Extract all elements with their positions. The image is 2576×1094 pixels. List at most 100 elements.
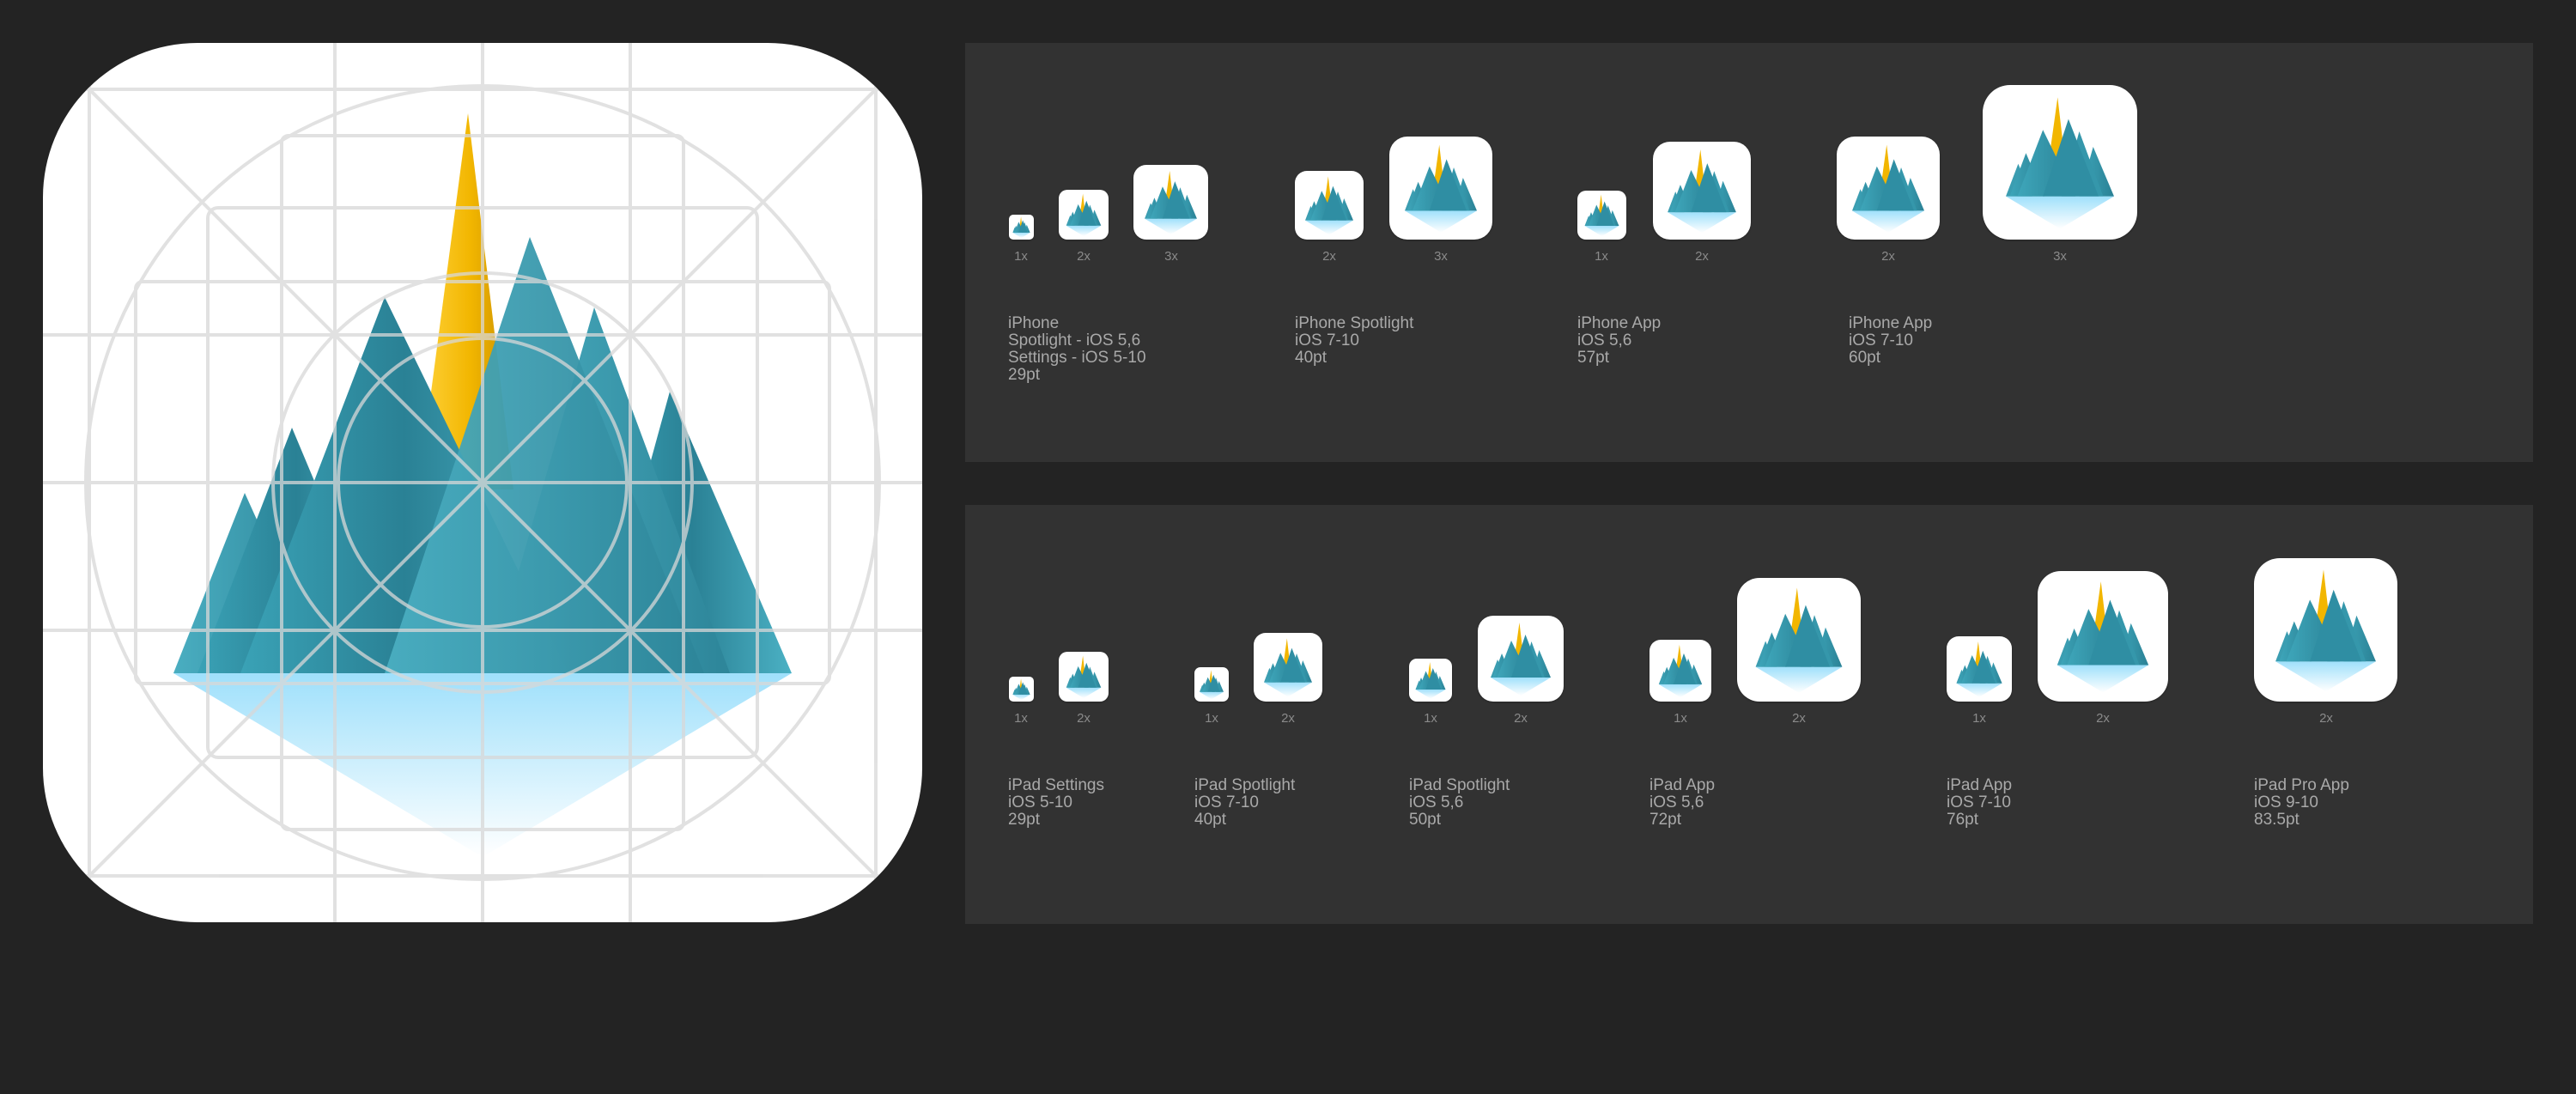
label-line: iPad App — [1947, 776, 2013, 794]
teal-peak — [1876, 159, 1914, 211]
teal-peak — [2043, 119, 2099, 197]
teal-peak — [1429, 159, 1467, 211]
icon-preview-ipad-50pt-2x — [1478, 616, 1564, 702]
label-line: iPad Spotlight — [1409, 776, 1510, 794]
mountain-app-icon — [2057, 581, 2149, 693]
mountain-app-icon — [1145, 170, 1197, 234]
scale-label: 2x — [1322, 249, 1336, 264]
label-line: 40pt — [1194, 811, 1226, 829]
icon-preview-iphone-29pt-2x — [1059, 190, 1109, 240]
scale-label: 2x — [1881, 249, 1895, 264]
label-line: 29pt — [1008, 811, 1040, 829]
mountain-app-icon — [1305, 176, 1353, 235]
teal-peak — [1280, 647, 1305, 683]
scale-label: 1x — [1424, 711, 1437, 726]
label-line: iPhone App — [1849, 314, 1933, 332]
teal-peak — [1078, 662, 1097, 688]
mountain-app-icon — [1668, 149, 1736, 234]
label-line: 76pt — [1947, 811, 1978, 829]
label-line: iOS 7-10 — [1194, 793, 1259, 811]
teal-peak — [1511, 635, 1542, 678]
iphone-icon-sizes-panel: 1x 2x 3x iPhone Spotlight - iOS 5,6 Sett… — [965, 43, 2533, 462]
mountain-app-icon — [1491, 623, 1551, 696]
label-line: 29pt — [1008, 366, 1040, 384]
mountain-app-icon — [1066, 193, 1102, 236]
reflection-shape — [1668, 212, 1736, 234]
reflection-shape — [1852, 210, 1924, 233]
teal-peak-center — [385, 237, 704, 673]
teal-peak — [1971, 650, 1996, 684]
reflection-shape — [1415, 690, 1446, 699]
teal-peak — [1018, 220, 1028, 233]
scale-label: 1x — [1205, 711, 1218, 726]
scale-label: 2x — [1695, 249, 1709, 264]
reflection-shape — [1145, 218, 1197, 234]
scale-label: 2x — [1792, 711, 1806, 726]
reflection-shape — [1012, 232, 1030, 238]
mountain-app-icon — [43, 43, 922, 922]
icon-preview-ipad-50pt-1x — [1409, 659, 1452, 702]
ipad-icon-sizes-panel: 1x 2x iPad Settings iOS 5-10 29pt 1x 2x … — [965, 505, 2533, 924]
mountain-app-icon — [2006, 97, 2114, 229]
reflection-shape — [1956, 683, 2002, 697]
scale-label: 3x — [1434, 249, 1448, 264]
label-line: 83.5pt — [2254, 811, 2300, 829]
reflection-shape — [1658, 684, 1703, 697]
size-label-ipad-76pt: iPad App iOS 7-10 76pt — [1947, 777, 2012, 829]
scale-label: 3x — [1164, 249, 1178, 264]
icon-preview-iphone-29pt-1x — [1009, 215, 1034, 240]
reflection-shape — [1584, 226, 1619, 237]
label-line: iOS 5,6 — [1409, 793, 1464, 811]
scale-label: 2x — [1077, 249, 1091, 264]
mountain-app-icon — [1012, 216, 1030, 238]
label-line: iOS 5,6 — [1577, 331, 1632, 349]
teal-peak — [1321, 185, 1346, 221]
icon-preview-iphone-60pt-3x — [1983, 85, 2137, 240]
mountain-app-icon — [1956, 641, 2002, 697]
scale-label: 3x — [2053, 249, 2067, 264]
label-line: iOS 5-10 — [1008, 793, 1072, 811]
scale-label: 1x — [1595, 249, 1608, 264]
label-line: 50pt — [1409, 811, 1441, 829]
reflection-shape — [1200, 691, 1224, 700]
reflection-shape — [2057, 665, 2149, 693]
label-line: Settings - iOS 5-10 — [1008, 349, 1146, 367]
size-label-ipad-40pt: iPad Spotlight iOS 7-10 40pt — [1194, 777, 1295, 829]
label-line: iOS 5,6 — [1649, 793, 1704, 811]
label-line: iOS 7-10 — [1947, 793, 2011, 811]
teal-peak — [1078, 200, 1097, 226]
label-line: iOS 7-10 — [1295, 331, 1359, 349]
label-line: Spotlight - iOS 5,6 — [1008, 331, 1141, 349]
teal-peak — [1207, 674, 1220, 692]
label-line: iPad Spotlight — [1194, 776, 1296, 794]
reflection-shape — [1012, 694, 1030, 700]
teal-peak — [1785, 605, 1830, 667]
icon-preview-ipad-29pt-1x — [1009, 677, 1034, 702]
icon-preview-iphone-29pt-3x — [1133, 165, 1208, 240]
mountain-app-icon — [1584, 194, 1619, 237]
hero-app-icon — [43, 43, 922, 922]
label-line: 40pt — [1295, 349, 1327, 367]
reflection-shape — [1491, 678, 1551, 696]
mountain-app-icon — [1066, 655, 1102, 698]
icon-preview-iphone-60pt-2x — [1837, 137, 1940, 240]
icon-construction-grid — [43, 43, 922, 922]
label-line: iOS 9-10 — [2254, 793, 2318, 811]
icon-preview-ipad-76pt-1x — [1947, 636, 2012, 702]
size-label-iphone-57pt: iPhone App iOS 5,6 57pt — [1577, 315, 1661, 367]
scale-label: 2x — [1077, 711, 1091, 726]
scale-label: 1x — [1014, 711, 1028, 726]
scale-label: 2x — [2096, 711, 2110, 726]
scale-label: 1x — [1674, 711, 1687, 726]
scale-label: 2x — [1281, 711, 1295, 726]
mountain-app-icon — [1755, 587, 1843, 693]
icon-preview-iphone-40pt-3x — [1389, 137, 1492, 240]
size-label-ipad-29pt: iPad Settings iOS 5-10 29pt — [1008, 777, 1104, 829]
reflection-shape — [1405, 210, 1477, 233]
reflection-shape — [2275, 661, 2376, 692]
mountain-app-icon — [1415, 662, 1446, 699]
mountain-app-icon — [1264, 638, 1312, 697]
mountain-app-icon — [1405, 144, 1477, 233]
icon-preview-ipad-40pt-1x — [1194, 667, 1229, 702]
label-line: 72pt — [1649, 811, 1681, 829]
